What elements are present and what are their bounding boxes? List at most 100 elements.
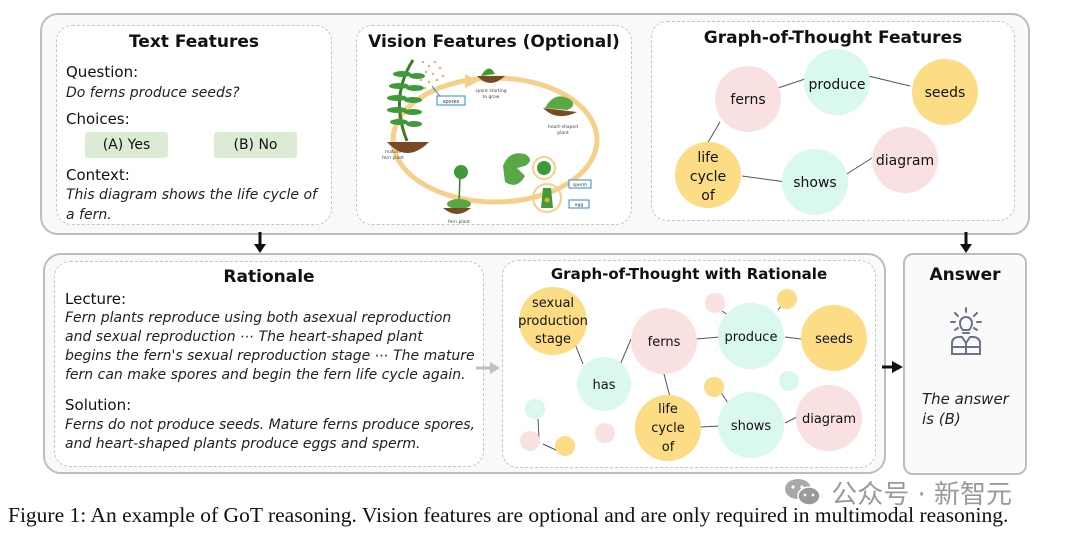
cycle-arrowhead xyxy=(465,74,479,88)
node-life-label-3: of xyxy=(662,440,675,455)
answer-title: Answer xyxy=(929,265,1001,285)
fern-starting-icon xyxy=(443,165,471,214)
node-diagram-label: diagram xyxy=(876,153,934,169)
node-seeds-label: seeds xyxy=(925,85,966,101)
answer-box: Answer The answer is (B) xyxy=(903,253,1027,475)
node-produce-label: produce xyxy=(725,330,778,345)
node-ferns xyxy=(715,66,781,132)
node-life-label-1: life xyxy=(658,402,678,417)
edge-sexual-has xyxy=(574,343,584,365)
node-has xyxy=(577,357,631,411)
context-label: Context: xyxy=(66,166,130,184)
node-life xyxy=(635,395,701,461)
arrow-to-answer xyxy=(960,232,972,253)
arrow-graph-to-answer xyxy=(882,361,903,373)
node-sexual-label-3: stage xyxy=(535,332,571,347)
node-shows-label: shows xyxy=(793,175,836,191)
text-features-title: Text Features xyxy=(128,32,260,52)
got-rationale-title: Graph-of-Thought with Rationale xyxy=(550,265,828,283)
dot-cyan-1 xyxy=(779,371,799,391)
figure-caption: Figure 1: An example of GoT reasoning. V… xyxy=(8,503,1009,527)
lecture-line-1: Fern plants reproduce using both asexual… xyxy=(65,310,452,326)
spore-starting-icon xyxy=(477,68,505,83)
dot-yellow-3 xyxy=(555,436,575,456)
dot-pink-3 xyxy=(595,423,615,443)
question-text: Do ferns produce seeds? xyxy=(66,85,240,101)
choice-b: (B) No xyxy=(214,132,297,158)
edge-life-shows xyxy=(700,425,721,428)
spores-label-box xyxy=(436,95,466,106)
dot-pink-1 xyxy=(705,293,725,313)
choices-label: Choices: xyxy=(66,110,130,128)
got-features-graph: ferns produce seeds life cycle of shows … xyxy=(675,49,978,215)
edge-ferns-life xyxy=(706,121,721,145)
rationale-title: Rationale xyxy=(223,267,315,287)
question-label: Question: xyxy=(66,63,139,81)
node-life-label-3: of xyxy=(701,188,716,204)
edge-ferns-produce xyxy=(695,336,721,340)
node-diagram xyxy=(872,127,938,193)
sperm-label-box xyxy=(568,179,592,189)
context-line-1: This diagram shows the life cycle of xyxy=(66,187,317,203)
node-diagram xyxy=(796,385,862,451)
lightbulb-person-icon xyxy=(950,307,982,355)
egg-label-box xyxy=(568,199,590,209)
got-features-title: Graph-of-Thought Features xyxy=(703,28,963,48)
node-life xyxy=(675,142,741,208)
spores-label: spores xyxy=(443,99,460,105)
edge-small-cyan-pink xyxy=(537,418,540,440)
mature-label-1: mature xyxy=(385,149,402,155)
node-seeds xyxy=(912,59,978,125)
edge-produce-seeds xyxy=(784,336,802,340)
lecture-line-3: begins the fern's sexual reproduction st… xyxy=(65,348,475,364)
lecture-label: Lecture: xyxy=(65,290,127,308)
edge-small-pink-yellow xyxy=(542,443,559,452)
node-diagram-label: diagram xyxy=(802,412,856,427)
mature-label-2: fern plant xyxy=(382,155,404,161)
node-ferns-label: ferns xyxy=(648,335,681,350)
rationale-box: Rationale Lecture: Fern plants reproduce… xyxy=(54,261,484,467)
node-shows xyxy=(718,392,784,458)
watermark-text: 公众号 · 新智元 xyxy=(831,480,1013,510)
text-features-box: Text Features Question: Do ferns produce… xyxy=(56,25,332,225)
dot-pink-2 xyxy=(520,431,540,451)
fern-starting-label-1: fern plant xyxy=(448,219,470,225)
node-life-label-2: cycle xyxy=(690,169,726,185)
vision-features-box: Vision Features (Optional) spores matu xyxy=(356,25,632,225)
node-has-label: has xyxy=(593,378,616,393)
watermark: 公众号 · 新智元 xyxy=(783,474,1012,511)
solution-line-1: Ferns do not produce seeds. Mature ferns… xyxy=(65,417,475,433)
node-life-label-2: cycle xyxy=(651,421,685,436)
mature-fern-icon xyxy=(387,59,429,153)
sperm-label: sperm xyxy=(573,182,587,188)
vision-features-title: Vision Features (Optional) xyxy=(368,32,620,52)
node-seeds-label: seeds xyxy=(815,332,853,347)
lecture-line-2: and sexual reproduction ⋯ The heart-shap… xyxy=(65,329,423,345)
got-features-box: Graph-of-Thought Features ferns produce … xyxy=(651,21,1015,221)
node-produce xyxy=(804,49,870,115)
spore-starting-label-2: to grow xyxy=(483,94,500,100)
got-rationale-graph: sexual production stage has ferns produc… xyxy=(518,287,867,461)
solution-line-2: and heart-shaped plants produce eggs and… xyxy=(65,436,421,452)
edge-shows-diagram xyxy=(784,416,798,424)
context-line-2: a fern. xyxy=(66,207,112,223)
edge-life-shows xyxy=(741,175,787,183)
heart-shaped-label-1: heart-shaped xyxy=(548,124,578,130)
node-ferns xyxy=(631,308,697,374)
node-shows-label: shows xyxy=(731,419,772,434)
node-produce-label: produce xyxy=(809,77,866,93)
choice-a: (A) Yes xyxy=(85,132,168,158)
fern-life-cycle-diagram: spores mature fern plant spore starting … xyxy=(382,59,600,225)
dot-yellow-2 xyxy=(704,377,724,397)
reproduction-detail-icon xyxy=(503,153,562,213)
solution-label: Solution: xyxy=(65,396,132,414)
heart-shaped-label-2: plant xyxy=(557,130,569,136)
lecture-line-4: fern can make spores and begin the fern … xyxy=(65,367,466,383)
node-seeds xyxy=(801,305,867,371)
dot-cyan-2 xyxy=(525,399,545,419)
node-life-label-1: life xyxy=(697,150,718,166)
edge-has-ferns xyxy=(619,338,632,366)
node-sexual-label-1: sexual xyxy=(532,296,574,311)
node-sexual-label-2: production xyxy=(518,314,588,329)
heart-shaped-plant-icon xyxy=(543,96,577,117)
